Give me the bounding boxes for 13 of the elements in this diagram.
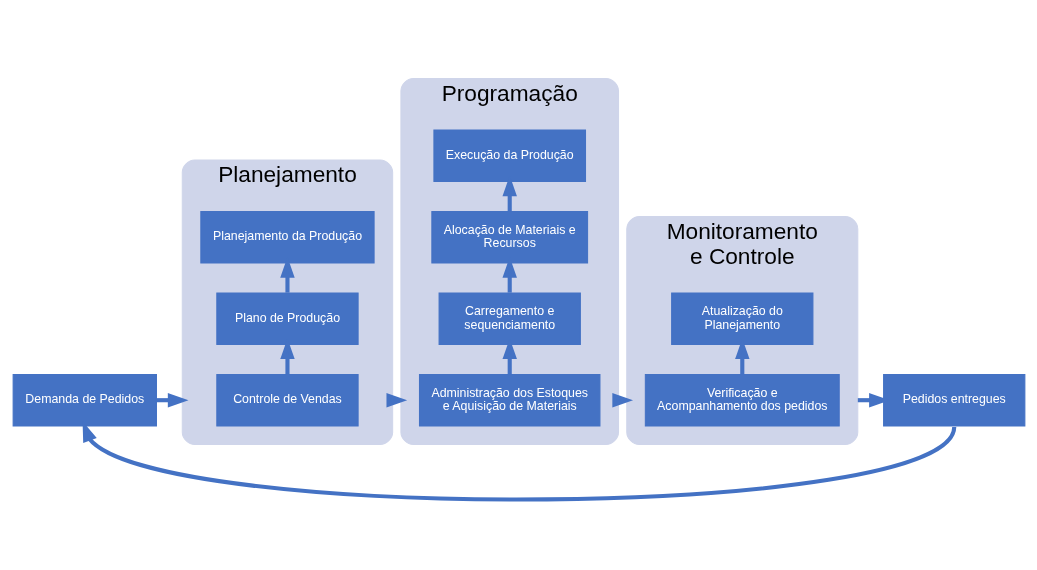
node-box: Pedidos entregues	[882, 373, 1025, 427]
arrow	[611, 392, 633, 408]
node-box: Alocação de Materiais e Recursos	[430, 210, 588, 264]
node-box: Carregamento e sequenciamento	[438, 292, 581, 346]
node-box: Administração dos Estoques e Aquisição de Materiais	[418, 373, 600, 427]
node-box: Plano de Produção	[215, 292, 359, 346]
node-box: Controle de Vendas	[215, 373, 359, 427]
node-box: Execução da Produção	[432, 129, 586, 183]
node-box: Verificação e Acompanhamento dos pedidos	[644, 373, 840, 427]
node-box: Atualização do Planejamento	[670, 292, 813, 346]
arrow	[385, 392, 407, 408]
node-box: Planejamento da Produção	[199, 210, 375, 264]
node-box: Demanda de Pedidos	[12, 373, 157, 427]
